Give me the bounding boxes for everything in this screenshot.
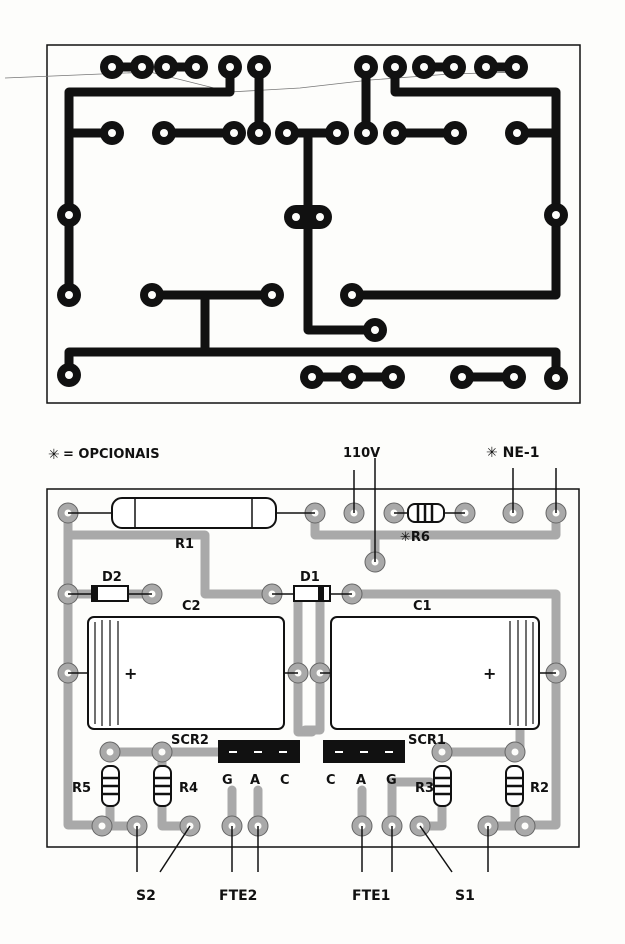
scr1-pin-a: A [356,773,366,788]
d1-label: D1 [300,570,320,585]
diode-d2: D2 [68,570,152,602]
resistor-r4: R4 [153,765,198,807]
c1-plus: + [483,664,496,683]
scr1-label: SCR1 [408,733,446,748]
input-leads [353,458,557,562]
resistor-r1: R1 [68,497,315,552]
label-s2: S2 [136,888,156,904]
track-mid-vertical [303,128,380,335]
resistor-r3: R3 [415,765,452,807]
scr1-pin-c: C [326,773,336,788]
gtrace-scr1-g [387,777,435,795]
diode-d1: D1 [272,570,352,602]
pcb-board-outline [46,44,581,404]
scr2-pin-c: C [280,773,290,788]
track-left-frame [64,62,235,300]
gtrace-center-2 [300,589,325,735]
resistor-r6: ✳R6 [394,503,465,545]
capacitor-c1: C1 + [320,599,556,730]
track-right-frame [347,62,561,300]
component-board-outline [46,488,580,848]
resistor-r2: R2 [505,765,549,807]
legend-asterisk: ✳ [48,447,60,463]
pcb-pads [57,55,568,390]
r6-label: ✳R6 [400,530,430,545]
c1-label: C1 [413,599,432,614]
legend: ✳ = OPCIONAIS [48,447,160,463]
gtrace-top-right [310,508,561,540]
r2-label: R2 [530,781,549,796]
d2-label: D2 [102,570,122,585]
label-fte1: FTE1 [352,888,390,904]
scr1-pin-g: G [386,773,397,788]
scr1: SCR1 C A G [323,733,446,788]
label-fte2: FTE2 [219,888,257,904]
gtrace-left-rail [63,530,107,830]
scr2: SCR2 G A C [171,733,300,788]
gtrace-r1-d1 [63,508,277,599]
scr2-label: SCR2 [171,733,209,748]
r4-label: R4 [179,781,198,796]
pcb-copper-view [4,44,581,404]
capacitor-c2: C2 + [68,599,298,730]
component-view: R1 ✳R6 110V ✳ NE-1 D2 [46,445,580,904]
r3-label: R3 [415,781,434,796]
scr2-pin-a: A [250,773,260,788]
resistor-r5: R5 [72,765,120,807]
scr2-pin-g: G [222,773,233,788]
label-s1: S1 [455,888,475,904]
r1-label: R1 [175,537,194,552]
label-110v: 110V [343,446,380,461]
r5-label: R5 [72,781,91,796]
c2-plus: + [124,664,137,683]
gtrace-right-rail [347,589,561,830]
legend-text: = OPCIONAIS [63,447,160,462]
label-ne1: ✳ NE-1 [486,445,539,461]
output-leads [136,825,489,873]
c2-label: C2 [182,599,201,614]
